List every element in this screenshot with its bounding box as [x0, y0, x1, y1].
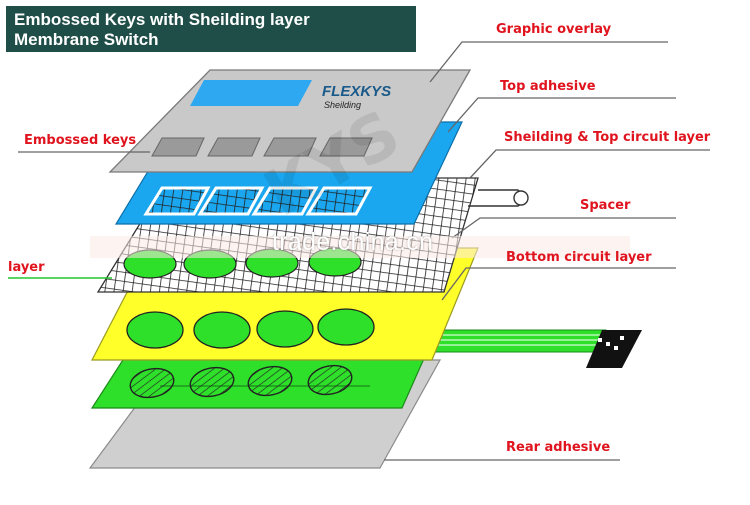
label-layer-partial: layer	[8, 260, 45, 275]
label-embossed-keys: Embossed keys	[24, 133, 137, 148]
bottom-contact-2	[189, 366, 235, 398]
brand-sub: Sheilding	[324, 100, 361, 110]
spacer-hole-2	[193, 311, 251, 349]
leader-spacer	[451, 217, 676, 239]
adhesive-window-1	[143, 186, 211, 216]
label-shielding-top: Sheilding & Top circuit layer	[504, 130, 711, 145]
graphic-overlay-layer: FLEXKYS Sheilding	[108, 69, 472, 173]
label-top-adhesive: Top adhesive	[500, 79, 596, 94]
embossed-key-4	[319, 137, 373, 157]
adhesive-window-2	[197, 186, 265, 216]
bottom-contact-1	[129, 367, 175, 399]
embossed-key-3	[263, 137, 317, 157]
brand-logo: FLEXKYS	[322, 83, 391, 100]
spacer-hole-4	[317, 308, 375, 346]
embossed-key-1	[151, 137, 205, 157]
watermark-text: trade.china.cn	[272, 228, 434, 256]
spacer-hole-1	[126, 311, 184, 349]
leader-shielding	[469, 149, 710, 179]
flex-tail-connector	[586, 330, 642, 368]
adhesive-window-3	[251, 186, 319, 216]
leader-bottom-circuit	[441, 267, 676, 301]
leader-top-adhesive	[447, 97, 676, 133]
leader-graphic-overlay	[429, 41, 668, 83]
bottom-contact-3	[247, 365, 293, 397]
title-banner: Embossed Keys with Sheilding layer Membr…	[6, 6, 416, 52]
bottom-contact-4	[307, 364, 353, 396]
label-rear-adhesive: Rear adhesive	[506, 440, 611, 455]
spacer-hole-3	[256, 310, 314, 348]
label-graphic-overlay: Graphic overlay	[496, 22, 612, 37]
display-window	[190, 80, 312, 106]
leader-lines	[18, 41, 710, 461]
watermark-band	[90, 236, 630, 258]
label-bottom-circuit: Bottom circuit layer	[506, 250, 652, 265]
label-spacer: Spacer	[580, 198, 631, 213]
title-line-2: Membrane Switch	[14, 30, 159, 49]
embossed-key-2	[207, 137, 261, 157]
adhesive-window-4	[305, 186, 373, 216]
title-line-1: Embossed Keys with Sheilding layer	[14, 10, 310, 29]
